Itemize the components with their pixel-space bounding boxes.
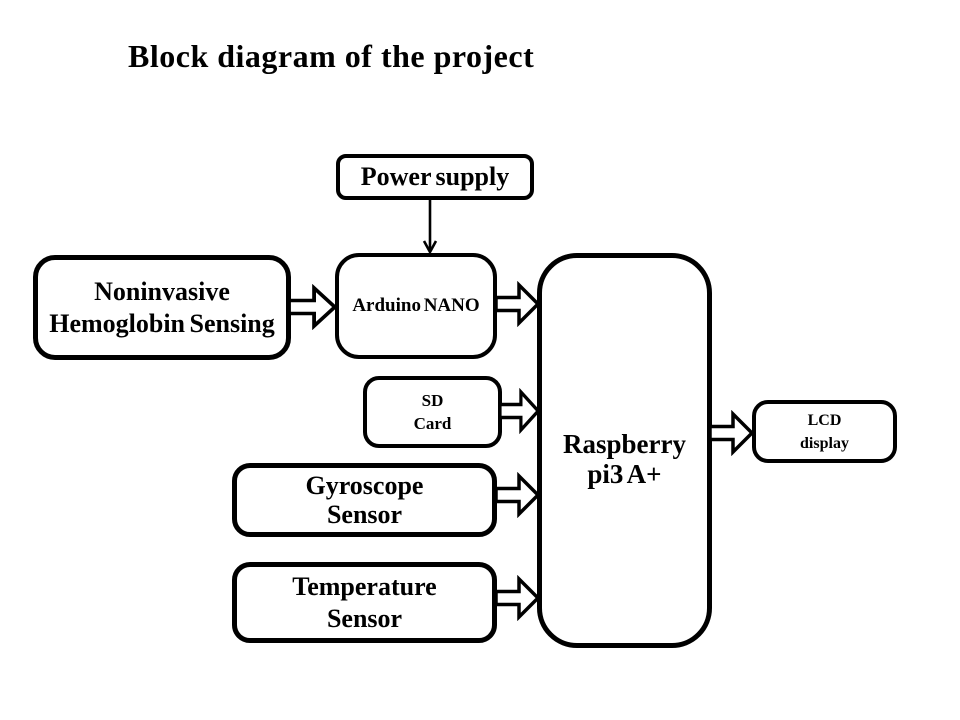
node-label-line: pi3 A+ <box>587 458 662 489</box>
node-label-line: Temperature <box>292 571 437 601</box>
arrow-temperature-to-raspberry <box>496 575 540 621</box>
node-gyroscope-sensor: Gyroscope Sensor <box>232 463 497 537</box>
node-label-line: LCD <box>807 411 842 429</box>
arrow-gyroscope-to-raspberry <box>496 472 540 518</box>
node-temperature-sensor: Temperature Sensor <box>232 562 497 643</box>
node-label-line: Sensor <box>326 500 403 529</box>
node-label-line: Sensor <box>326 603 403 633</box>
arrow-arduino-to-raspberry <box>496 281 540 327</box>
node-label-line: SD <box>421 391 444 410</box>
node-label-line: Power supply <box>360 162 510 191</box>
node-label-line: Card <box>413 414 452 433</box>
node-raspberry-pi3: Raspberry pi3 A+ <box>537 253 712 648</box>
node-lcd-display: LCD display <box>752 400 897 463</box>
node-sd-card: SD Card <box>363 376 502 448</box>
node-label-line: Hemoglobin Sensing <box>49 308 275 338</box>
node-power-supply: Power supply <box>336 154 534 200</box>
node-label-line: Raspberry <box>563 428 686 459</box>
arrow-power-supply-to-arduino <box>422 200 438 254</box>
arrow-raspberry-to-lcd <box>710 410 754 456</box>
node-arduino-nano: Arduino NANO <box>335 253 497 359</box>
node-noninvasive-hemoglobin-sensing: Noninvasive Hemoglobin Sensing <box>33 255 291 360</box>
arrow-sd-to-raspberry <box>500 388 540 434</box>
arrow-noninvasive-to-arduino <box>289 284 337 330</box>
node-label-line: display <box>800 434 849 452</box>
node-label-line: Arduino NANO <box>352 295 480 316</box>
node-label-line: Noninvasive <box>94 276 230 306</box>
diagram-title: Block diagram of the project <box>128 38 535 74</box>
node-label-line: Gyroscope <box>305 471 424 500</box>
